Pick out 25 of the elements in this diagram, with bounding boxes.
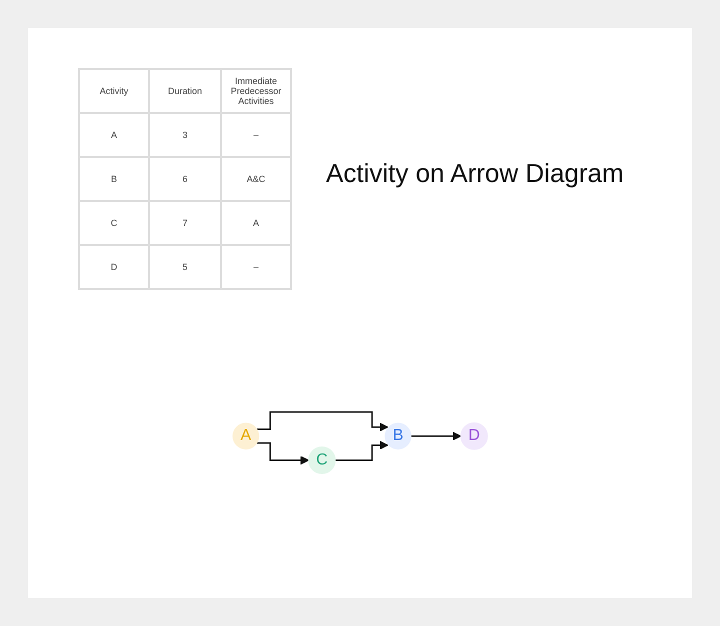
table-cell: B	[79, 157, 149, 201]
node-circle	[232, 423, 259, 450]
arrow	[335, 441, 388, 462]
table-cell: 7	[149, 201, 221, 245]
card-background: Activity Duration Immediate Predecessor Activities A 3 – B 6 A&C C 7 A D 5 – Activity on Arrow Diagram A B D C	[28, 28, 692, 598]
table-cell: 3	[149, 113, 221, 157]
table-cell: C	[79, 201, 149, 245]
table-cell: –	[221, 245, 291, 289]
diagram-title: Activity on Arrow Diagram	[326, 158, 624, 189]
column-header: Immediate Predecessor Activities	[221, 69, 291, 113]
table-cell: A&C	[221, 157, 291, 201]
table-cell: –	[221, 113, 291, 157]
arrow	[256, 411, 388, 432]
column-header: Duration	[149, 69, 221, 113]
table-cell: 6	[149, 157, 221, 201]
table-cell: 5	[149, 245, 221, 289]
table-cell: D	[79, 245, 149, 289]
node-circle	[308, 446, 336, 474]
table-cell: A	[79, 113, 149, 157]
arrow	[410, 432, 462, 441]
table-cell: A	[221, 201, 291, 245]
column-header: Activity	[79, 69, 149, 113]
node-circle	[460, 422, 488, 450]
arrow	[256, 442, 309, 465]
node-circle	[384, 423, 412, 450]
